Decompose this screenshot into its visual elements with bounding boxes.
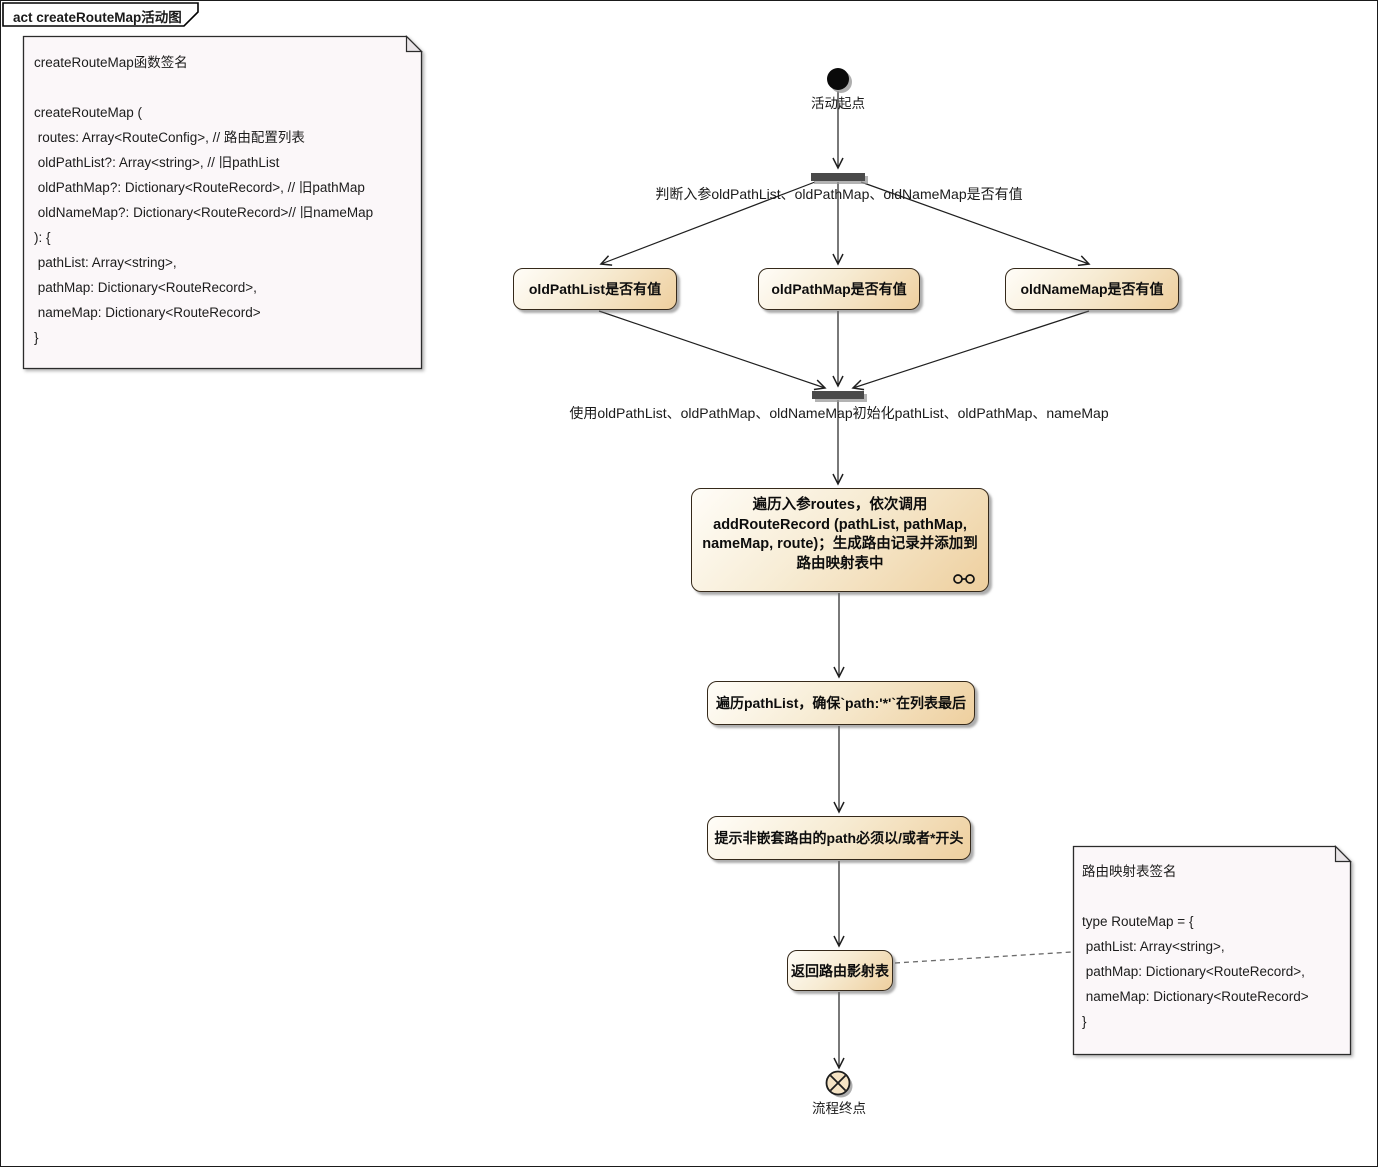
note-line: createRouteMap ( (34, 105, 143, 120)
edge-fork-to-checknamemap (860, 181, 1091, 267)
right-note-shape (1072, 845, 1352, 1056)
note-line: pathList: Array<string>, (1082, 939, 1225, 954)
fork-bar (811, 173, 868, 184)
note-line: pathMap: Dictionary<RouteRecord>, (34, 280, 257, 295)
right-note-dogear-icon (1334, 845, 1352, 863)
activity-label: oldNameMap是否有值 (1020, 281, 1164, 297)
note-line: createRouteMap函数签名 (34, 55, 188, 70)
activity-warn-path-prefix: 提示非嵌套路由的path必须以/或者*开头 (707, 816, 971, 860)
activity-label: 提示非嵌套路由的path必须以/或者*开头 (714, 830, 964, 846)
end-node-label: 流程终点 (812, 1101, 866, 1116)
right-note: 路由映射表签名 type RouteMap = { pathList: Arra… (1082, 859, 1340, 1034)
note-line: } (1082, 1014, 1087, 1029)
note-line: } (34, 330, 39, 345)
connectors (598, 91, 1091, 1070)
diagram-frame-title: act createRouteMap活动图 (13, 10, 182, 25)
note-line: nameMap: Dictionary<RouteRecord> (1082, 989, 1309, 1004)
note-line: pathMap: Dictionary<RouteRecord>, (1082, 964, 1305, 979)
edge-note-attachment (894, 951, 1073, 964)
activity-label: oldPathMap是否有值 (771, 281, 907, 297)
note-line (34, 75, 410, 100)
note-line: oldPathList?: Array<string>, // 旧pathLis… (34, 155, 280, 170)
edge-checknamemap-to-join (851, 310, 1090, 391)
note-line: ): { (34, 230, 51, 245)
note-line: routes: Array<RouteConfig>, // 路由配置列表 (34, 130, 305, 145)
note-line: pathList: Array<string>, (34, 255, 177, 270)
fork-label: 判断入参oldPathList、oldPathMap、oldNameMap是否有… (655, 186, 1023, 202)
note-line: 路由映射表签名 (1082, 864, 1177, 879)
edge-checkpathlist-to-join (598, 310, 827, 391)
left-note-shape (22, 35, 423, 370)
activity-check-oldpathmap: oldPathMap是否有值 (758, 268, 920, 310)
left-note-dogear-icon (405, 35, 423, 53)
initial-node-icon (827, 68, 852, 93)
left-note: createRouteMap函数签名 createRouteMap ( rout… (34, 50, 410, 350)
activity-check-oldnamemap: oldNameMap是否有值 (1005, 268, 1179, 310)
activity-check-oldpathlist: oldPathList是否有值 (513, 268, 677, 310)
composite-activity-icon (953, 574, 975, 584)
note-line: oldPathMap?: Dictionary<RouteRecord>, //… (34, 180, 365, 195)
activity-ensure-wildcard-last: 遍历pathList，确保`path:'*'`在列表最后 (707, 681, 975, 725)
note-line (1082, 884, 1340, 909)
note-line: nameMap: Dictionary<RouteRecord> (34, 305, 261, 320)
activity-label: oldPathList是否有值 (528, 281, 662, 297)
edge-fork-to-checkpathlist (599, 181, 816, 266)
activity-label: 遍历入参routes，依次调用addRouteRecord (pathList,… (702, 497, 978, 572)
note-line: oldNameMap?: Dictionary<RouteRecord>// 旧… (34, 205, 374, 220)
activity-label: 遍历pathList，确保`path:'*'`在列表最后 (715, 695, 967, 711)
activity-iterate-routes: 遍历入参routes，依次调用addRouteRecord (pathList,… (691, 488, 989, 592)
join-bar (812, 391, 867, 402)
frame-tab (2, 2, 199, 27)
activity-return-routemap: 返回路由影射表 (787, 950, 893, 991)
note-line: type RouteMap = { (1082, 914, 1194, 929)
activity-label: 返回路由影射表 (791, 962, 889, 979)
flow-final-node-icon (825, 1070, 853, 1098)
join-label: 使用oldPathList、oldPathMap、oldNameMap初始化pa… (569, 405, 1109, 421)
start-node-label: 活动起点 (811, 96, 865, 111)
